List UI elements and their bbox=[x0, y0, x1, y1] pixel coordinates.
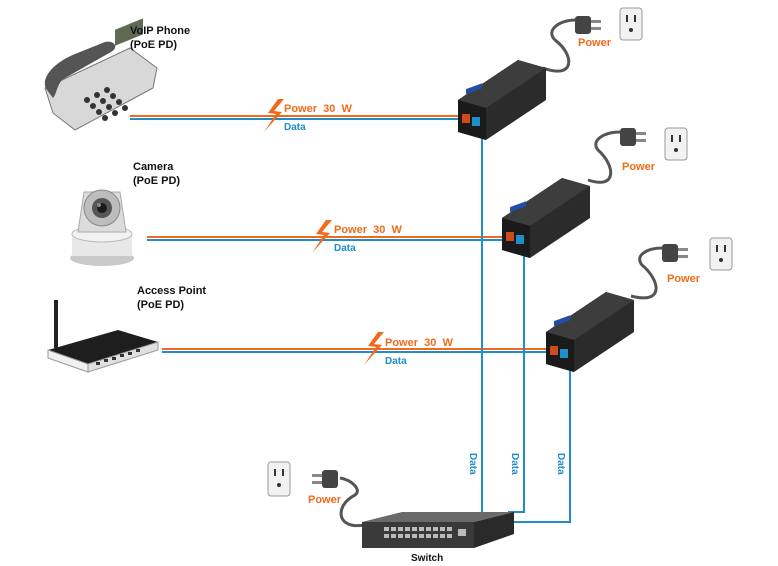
injector-power-label: Power bbox=[578, 37, 612, 49]
link-camera bbox=[147, 236, 505, 241]
camera-sub-label: (PoE PD) bbox=[133, 175, 180, 187]
ap-sub-label: (PoE PD) bbox=[137, 299, 184, 311]
uplink-data-label: Data bbox=[555, 453, 566, 475]
poe-injector-1 bbox=[458, 60, 546, 140]
uplink-data-label: Data bbox=[467, 453, 478, 475]
phone-name-label: VoIP Phone bbox=[130, 25, 190, 37]
camera-name-label: Camera bbox=[133, 161, 174, 173]
injector-cords bbox=[542, 18, 663, 300]
link-power-label: Power 30 W bbox=[284, 103, 352, 115]
lightning-icon bbox=[264, 99, 284, 132]
switch-power-cord bbox=[339, 476, 366, 528]
uplink-data-label: Data bbox=[509, 453, 520, 475]
access-point-icon bbox=[47, 300, 159, 373]
switch-label: Switch bbox=[411, 553, 443, 564]
plug-icon bbox=[620, 128, 646, 146]
link-power-label: Power 30 W bbox=[385, 337, 453, 349]
ap-name-label: Access Point bbox=[137, 285, 206, 297]
link-data-label: Data bbox=[334, 243, 356, 254]
link-phone bbox=[130, 115, 460, 120]
link-power-label: Power 30 W bbox=[334, 224, 402, 236]
wall-outlet-icon bbox=[664, 127, 688, 161]
network-switch bbox=[362, 512, 514, 548]
injector-power-label: Power bbox=[622, 161, 656, 173]
plug-icon bbox=[662, 244, 688, 262]
lightning-icon bbox=[312, 220, 332, 253]
wall-outlet-icon bbox=[619, 7, 643, 41]
camera-icon bbox=[70, 189, 134, 266]
plug-icon bbox=[312, 470, 338, 488]
wall-outlet-icon bbox=[709, 237, 733, 271]
link-data-label: Data bbox=[284, 122, 306, 133]
switch-power-label: Power bbox=[308, 494, 342, 506]
poe-injector-3 bbox=[546, 292, 634, 372]
plug-icon bbox=[575, 16, 601, 34]
injector-power-label: Power bbox=[667, 273, 701, 285]
link-data-label: Data bbox=[385, 356, 407, 367]
poe-injector-2 bbox=[502, 178, 590, 258]
phone-sub-label: (PoE PD) bbox=[130, 39, 177, 51]
lightning-icon bbox=[364, 332, 384, 365]
voip-phone-icon bbox=[44, 18, 158, 131]
wall-outlet-icon bbox=[267, 461, 291, 497]
link-ap bbox=[162, 348, 548, 353]
